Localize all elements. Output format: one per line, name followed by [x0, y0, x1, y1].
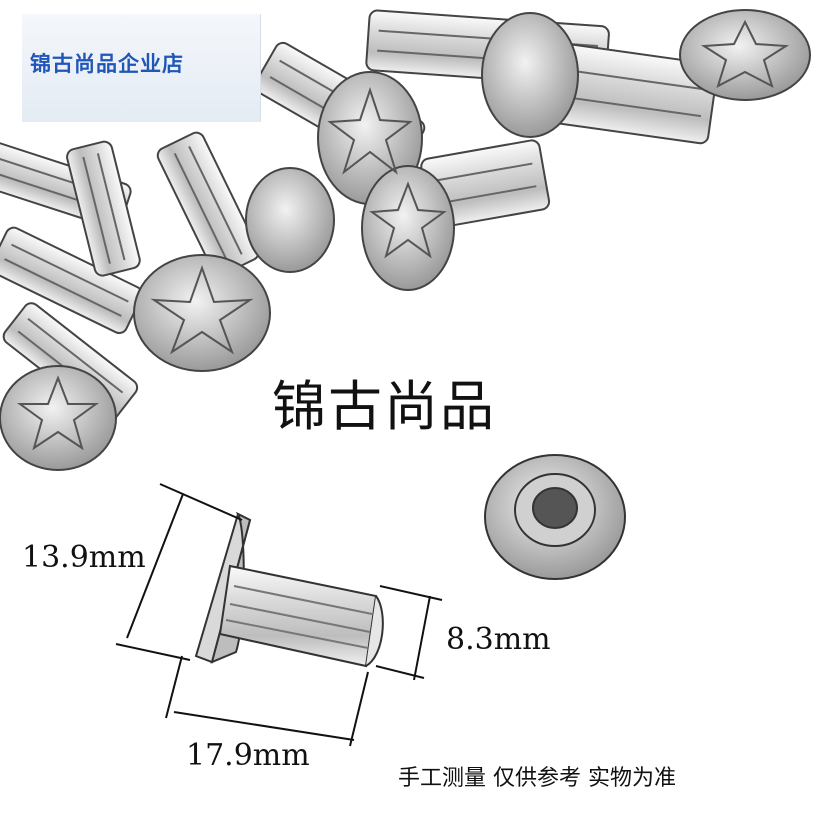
store-name: 锦古尚品企业店	[30, 52, 184, 76]
measurement-note: 手工测量 仅供参考 实物为准	[398, 766, 676, 791]
store-badge	[22, 14, 261, 122]
length-label: 17.9mm	[186, 738, 310, 773]
measured-rivet	[194, 511, 384, 668]
brand-title: 锦古尚品	[272, 375, 496, 438]
dimension-lines	[115, 483, 443, 747]
rivet-bottom-view	[484, 454, 626, 580]
head-diameter-label: 13.9mm	[22, 540, 146, 575]
shank-diameter-label: 8.3mm	[446, 622, 551, 657]
rivet-pile	[0, 9, 811, 471]
